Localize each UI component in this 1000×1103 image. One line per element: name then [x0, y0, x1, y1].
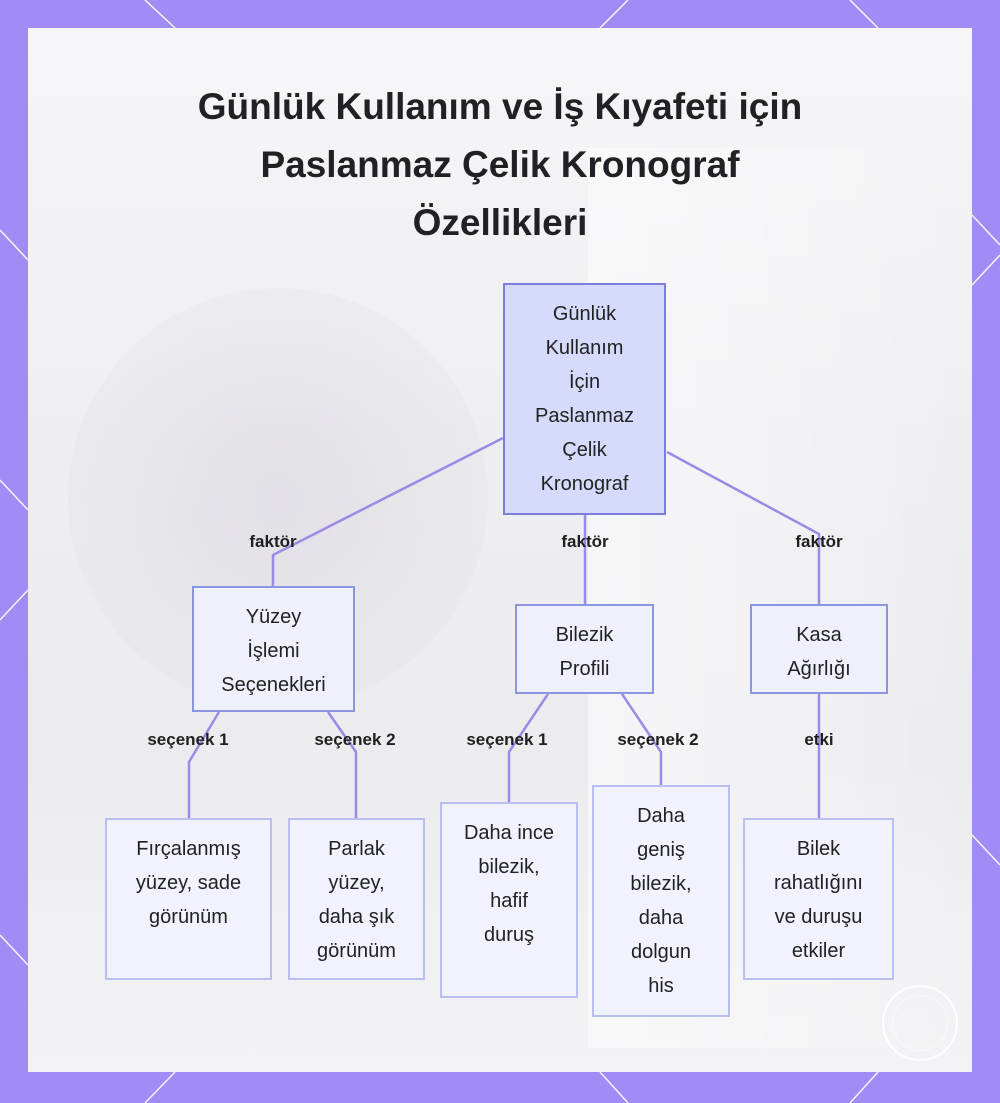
- node-text: İşlemi: [247, 640, 300, 662]
- node-text: bilezik,: [478, 856, 540, 878]
- node-thin-bracelet: Daha ince bilezik, hafif duruş: [440, 802, 578, 998]
- node-wrist-comfort: Bilek rahatlığını ve duruşu etkiler: [743, 818, 894, 980]
- node-text: Ağırlığı: [787, 658, 851, 680]
- node-text: dolgun: [630, 941, 692, 963]
- title-line: Paslanmaz Çelik Kronograf: [260, 144, 740, 185]
- node-text: bilezik,: [630, 873, 692, 895]
- edge-bracelet-thin: [507, 693, 550, 802]
- node-brushed: Fırçalanmış yüzey, sade görünüm: [105, 818, 272, 980]
- node-text: daha şık: [318, 906, 395, 928]
- node-text: geniş: [637, 839, 685, 861]
- edge-root-case: [666, 450, 821, 604]
- node-text: duruş: [483, 924, 535, 946]
- edge-label: seçenek 1: [466, 730, 548, 749]
- node-case-weight: Kasa Ağırlığı: [750, 604, 888, 694]
- title-line: Günlük Kullanım ve İş Kıyafeti için: [197, 86, 803, 127]
- node-text: yüzey,: [328, 872, 385, 894]
- edge-surface-polished: [326, 711, 358, 818]
- edge-label: seçenek 2: [617, 730, 699, 749]
- node-text: Daha: [637, 805, 685, 827]
- title-line: Özellikleri: [412, 202, 588, 243]
- edge-label: seçenek 2: [314, 730, 396, 749]
- node-text: Bilek: [796, 838, 841, 860]
- node-text: hafif: [490, 890, 528, 912]
- node-root: Günlük Kullanım İçin Paslanmaz Çelik Kro…: [503, 283, 666, 515]
- edge-bracelet-wide: [620, 693, 663, 785]
- page-title: Günlük Kullanım ve İş Kıyafeti için Pasl…: [140, 78, 860, 252]
- edge-surface-brushed: [187, 711, 221, 818]
- node-text: his: [648, 975, 674, 997]
- node-text: rahatlığını: [774, 872, 863, 894]
- node-surface-finish: Yüzey İşlemi Seçenekleri: [192, 586, 355, 712]
- node-wide-bracelet: Daha geniş bilezik, daha dolgun his: [592, 785, 730, 1017]
- node-text: İçin: [568, 371, 601, 393]
- node-text: Seçenekleri: [221, 674, 326, 696]
- node-text: daha: [638, 907, 684, 929]
- node-text: ve duruşu: [774, 906, 863, 928]
- node-text: Günlük: [552, 303, 617, 325]
- node-text: Kullanım: [545, 337, 624, 359]
- edge-root-surface: [271, 436, 504, 586]
- edge-label: faktör: [561, 532, 609, 551]
- node-polished: Parlak yüzey, daha şık görünüm: [288, 818, 425, 980]
- edge-label: etki: [804, 730, 834, 749]
- node-text: Profili: [559, 658, 610, 680]
- node-text: Kronograf: [540, 473, 629, 495]
- node-text: etkiler: [791, 940, 846, 962]
- node-bracelet-profile: Bilezik Profili: [515, 604, 654, 694]
- node-text: Çelik: [562, 439, 607, 461]
- node-text: Fırçalanmış: [136, 838, 241, 860]
- edge-label: faktör: [249, 532, 297, 551]
- node-text: Kasa: [796, 624, 842, 646]
- watermark-seal-icon: [882, 985, 958, 1061]
- node-text: Paslanmaz: [535, 405, 634, 427]
- node-text: görünüm: [149, 906, 228, 928]
- node-text: görünüm: [317, 940, 396, 962]
- node-text: Bilezik: [555, 624, 614, 646]
- node-text: Daha ince: [463, 822, 555, 844]
- node-text: yüzey, sade: [135, 872, 242, 894]
- node-text: Parlak: [328, 838, 385, 860]
- edge-label: seçenek 1: [147, 730, 229, 749]
- edge-label: faktör: [795, 532, 843, 551]
- node-text: Yüzey: [245, 606, 302, 628]
